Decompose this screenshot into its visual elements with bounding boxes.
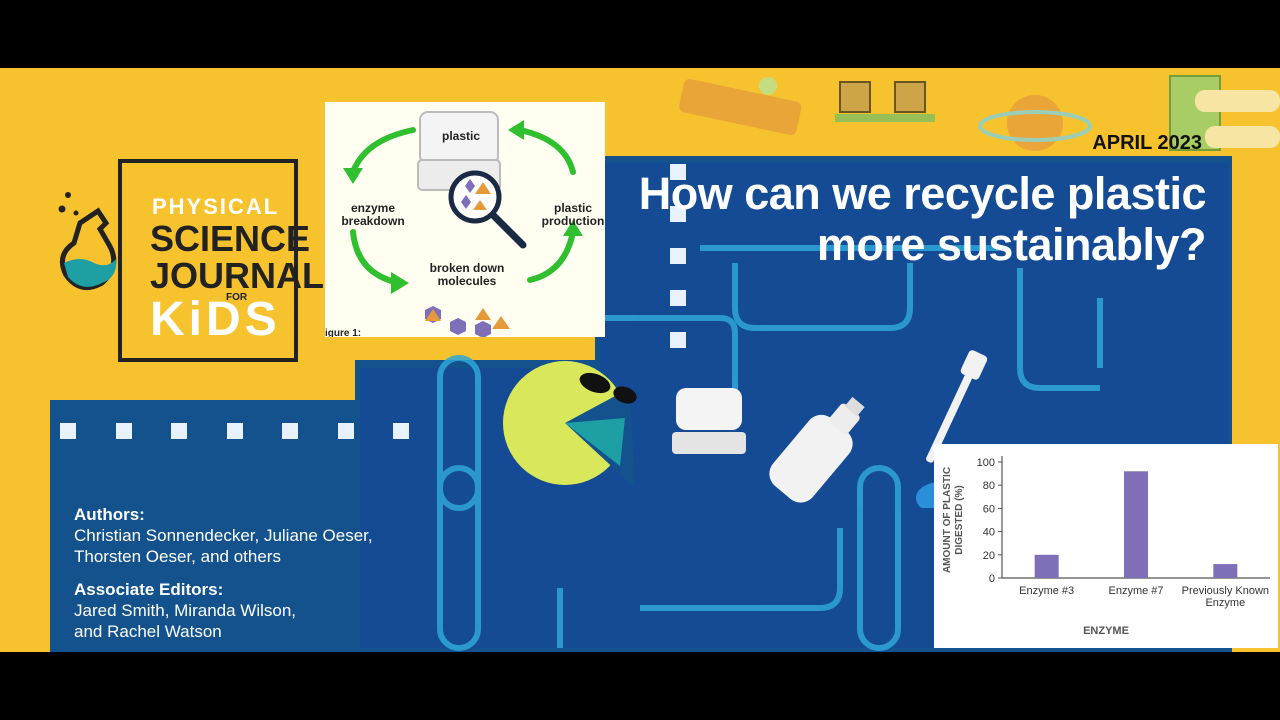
bar-2	[1124, 471, 1148, 578]
issue-date: APRIL 2023	[1092, 132, 1202, 154]
bottle-icon	[769, 396, 865, 503]
editors-line-2: and Rachel Watson	[74, 622, 222, 641]
enzyme-breakdown-label: enzyme breakdown	[341, 201, 405, 228]
pacman-icon	[503, 361, 637, 488]
recycling-cycle-diagram	[343, 111, 583, 337]
y-tick-label: 20	[983, 550, 995, 562]
editors-heading: Associate Editors:	[74, 580, 224, 599]
thumbnail-frame: PHYSICAL SCIENCE JOURNAL KiDS FOR	[0, 68, 1280, 652]
bar-3	[1213, 564, 1238, 578]
credits-block: Authors: Christian Sonnendecker, Juliane…	[74, 504, 434, 642]
takeout-box-icon	[672, 388, 746, 454]
y-tick-label: 100	[977, 457, 995, 469]
authors-heading: Authors:	[74, 505, 145, 524]
flask-icon	[58, 192, 117, 290]
logo-journal-text: JOURNAL	[150, 255, 325, 296]
headline-line-2: more sustainably?	[816, 219, 1207, 270]
plastic-label: plastic	[441, 129, 480, 143]
y-tick-label: 60	[983, 503, 995, 515]
logo-science-text: SCIENCE	[150, 218, 311, 259]
y-tick-label: 80	[983, 480, 995, 492]
bar-1	[1034, 554, 1059, 578]
x-axis-label: ENZYME	[1083, 625, 1129, 637]
figure-caption: igure 1:	[325, 328, 362, 337]
editors-line-1: Jared Smith, Miranda Wilson,	[74, 601, 297, 620]
article-headline: How can we recycle plastic more sustaina…	[566, 168, 1207, 270]
authors-line-1: Christian Sonnendecker, Juliane Oeser,	[74, 526, 373, 545]
plastic-production-label: plastic production	[541, 201, 605, 228]
authors-line-2: Thorsten Oeser, and others	[74, 547, 281, 566]
y-axis-label: AMOUNT OF PLASTICDIGESTED (%)	[942, 467, 965, 573]
headline-line-1: How can we recycle plastic	[638, 168, 1207, 219]
logo-for-text: FOR	[226, 292, 248, 303]
logo-physical-text: PHYSICAL	[152, 194, 280, 219]
y-tick-label: 40	[983, 527, 995, 539]
journal-logo	[118, 159, 298, 362]
y-tick-label: 0	[989, 573, 995, 585]
x-tick-label: Enzyme #7	[1108, 585, 1163, 597]
recycling-cycle-figure: plastic enzyme breakdown plastic product…	[325, 102, 605, 337]
x-tick-label: Enzyme #3	[1019, 585, 1074, 597]
logo-kids-text: KiDS	[150, 293, 281, 346]
broken-down-molecules-label: broken down molecules	[429, 261, 505, 288]
fork-icon	[926, 350, 988, 463]
